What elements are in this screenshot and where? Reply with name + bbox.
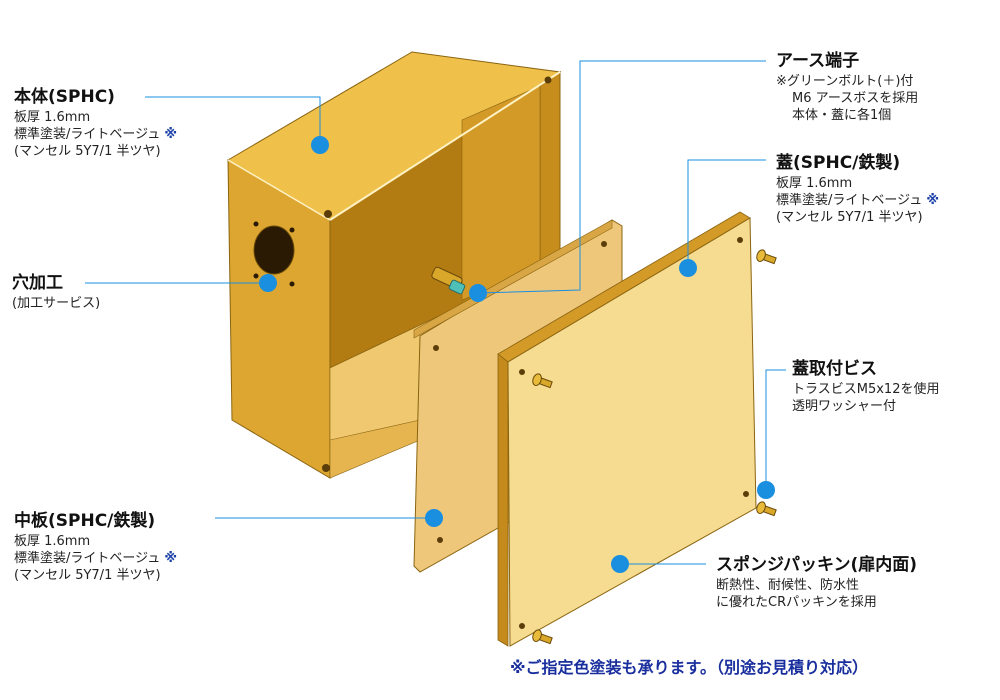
leader-lines: [85, 60, 786, 565]
label-sponge-line: 断熱性、耐候性、防水性: [716, 578, 860, 594]
label-hole-line: (加工サービス): [12, 296, 101, 312]
note-mark: ※: [926, 192, 939, 208]
label-screw-line: トラスビスM5x12を使用: [792, 382, 940, 398]
label-middle-line: 標準塗装/ライトベージュ ※: [14, 550, 177, 566]
label-screw: 蓋取付ビス トラスビスM5x12を使用 透明ワッシャー付: [792, 358, 939, 416]
label-sponge: スポンジパッキン(扉内面) 断熱性、耐候性、防水性 に優れたCRパッキンを採用: [716, 554, 917, 612]
label-earth-line: M6 アースボスを採用: [792, 90, 919, 106]
dot-sponge: [611, 555, 629, 573]
label-middle-line: 板厚 1.6mm: [14, 534, 91, 550]
label-body: 本体(SPHC) 板厚 1.6mm 標準塗装/ライトベージュ ※ (マンセル 5…: [14, 86, 177, 161]
leader-lid: [687, 159, 766, 268]
label-screw-line: 透明ワッシャー付: [792, 398, 897, 414]
dot-body: [311, 136, 329, 154]
label-middle: 中板(SPHC/鉄製) 板厚 1.6mm 標準塗装/ライトベージュ ※ (マンセ…: [14, 510, 177, 585]
label-lid-line: 板厚 1.6mm: [776, 176, 853, 192]
box-right-face: [539, 71, 561, 269]
label-lid-line: (マンセル 5Y7/1 半ツヤ): [776, 209, 923, 225]
label-body-line: 標準塗装/ライトベージュ ※: [14, 126, 177, 142]
label-earth-line: ※グリーンボルト(＋)付: [776, 74, 914, 90]
dot-hole: [259, 274, 277, 292]
box-body: [227, 51, 562, 479]
footer-note: ※ご指定色塗装も承ります。（別途お見積り対応）: [510, 658, 868, 677]
knockout-hole: [253, 225, 295, 275]
label-body-line: 板厚 1.6mm: [14, 110, 91, 126]
note-mark: ※: [164, 126, 177, 142]
label-body-title: 本体(SPHC): [14, 87, 115, 107]
label-lid-title: 蓋(SPHC/鉄製): [776, 153, 901, 173]
label-body-line: (マンセル 5Y7/1 半ツヤ): [14, 143, 161, 159]
label-hole-title: 穴加工: [12, 273, 63, 293]
label-screw-title: 蓋取付ビス: [792, 359, 877, 379]
label-lid: 蓋(SPHC/鉄製) 板厚 1.6mm 標準塗装/ライトベージュ ※ (マンセル…: [776, 152, 939, 227]
label-lid-line: 標準塗装/ライトベージュ ※: [776, 192, 939, 208]
label-hole: 穴加工 (加工サービス): [12, 272, 100, 313]
earth-terminal: [431, 266, 466, 295]
leader-screw: [765, 369, 786, 490]
dot-lid: [679, 259, 697, 277]
label-earth-line: 本体・蓋に各1個: [792, 107, 892, 123]
label-middle-line: (マンセル 5Y7/1 半ツヤ): [14, 567, 161, 583]
dot-middle: [425, 509, 443, 527]
leader-body: [145, 96, 321, 143]
label-earth-title: アース端子: [776, 51, 860, 71]
leader-earth: [477, 60, 766, 294]
label-middle-title: 中板(SPHC/鉄製): [14, 511, 156, 531]
dot-earth: [469, 284, 487, 302]
lid: [497, 211, 757, 647]
note-mark: ※: [164, 550, 177, 566]
lid-screws: [532, 249, 777, 645]
label-sponge-title: スポンジパッキン(扉内面): [716, 555, 918, 575]
label-earth: アース端子 ※グリーンボルト(＋)付 M6 アースボスを採用 本体・蓋に各1個: [776, 50, 918, 125]
dot-screw: [757, 481, 775, 499]
label-sponge-line: に優れたCRパッキンを採用: [716, 594, 877, 610]
callout-dots: [259, 136, 775, 573]
